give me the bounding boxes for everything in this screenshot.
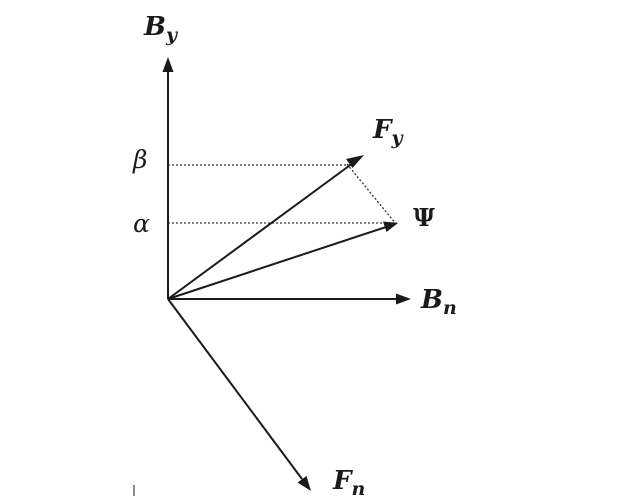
alpha-label: α	[133, 209, 150, 238]
f-y-vector	[167, 162, 354, 300]
b-y-label: By	[143, 12, 179, 46]
fy-to-psi-guide-line	[346, 163, 397, 225]
f-n-arrowhead	[297, 476, 311, 491]
b-y-arrowhead	[162, 57, 174, 72]
psi-label: Ψ	[413, 203, 435, 232]
f-n-vector	[167, 298, 303, 480]
f-n-label: Fn	[332, 466, 365, 500]
b-n-label: Bn	[420, 285, 457, 319]
b-n-arrowhead	[396, 293, 411, 305]
f-y-arrowhead	[346, 155, 364, 168]
psi-vector	[167, 226, 387, 300]
psi-arrowhead	[383, 221, 398, 232]
beta-label: β	[132, 145, 147, 174]
f-y-label: Fy	[372, 115, 404, 149]
